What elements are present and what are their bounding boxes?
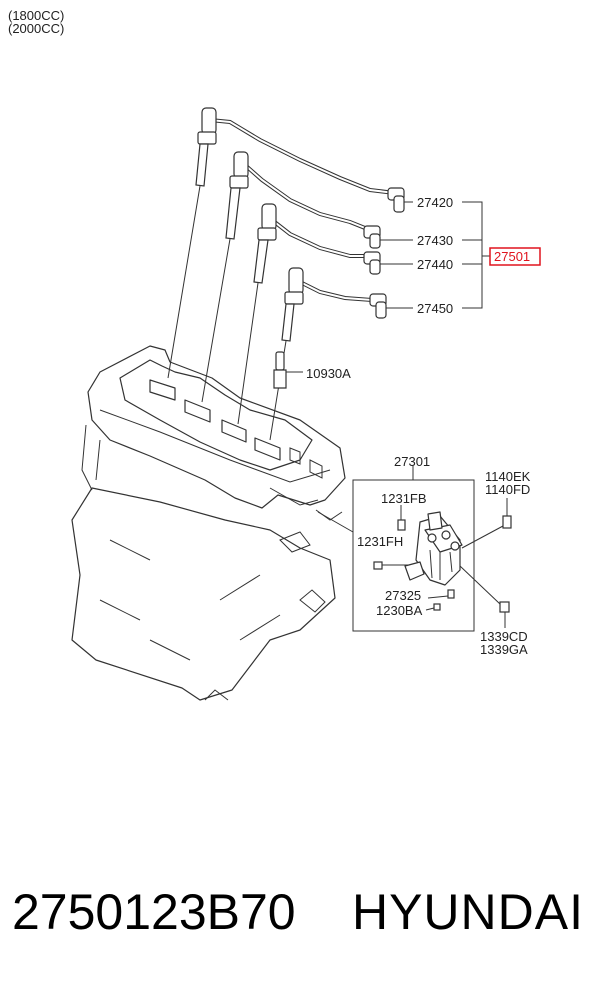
part-label-1231fb: 1231FB — [381, 491, 427, 506]
spark-plug — [273, 351, 303, 389]
engine-illustration — [71, 345, 346, 701]
part-label-1230ba: 1230BA — [376, 603, 423, 618]
ignition-cable-set — [167, 107, 405, 441]
part-label-27325: 27325 — [385, 588, 421, 603]
variant-label-2000cc: (2000CC) — [8, 21, 64, 36]
part-label-27440: 27440 — [417, 257, 453, 272]
part-label-1231fh: 1231FH — [357, 534, 403, 549]
part-label-1140fd: 1140FD — [485, 482, 530, 497]
footer-caption: 2750123B70 HYUNDAI — [0, 872, 600, 952]
part-label-10930a: 10930A — [306, 366, 351, 381]
cable-leader-lines — [380, 201, 490, 309]
footer-brand: HYUNDAI — [351, 884, 584, 940]
part-label-27450: 27450 — [417, 301, 453, 316]
part-label-1339ga: 1339GA — [480, 642, 528, 657]
distributor-detail — [317, 466, 512, 632]
variant-label-1800cc: (1800CC) — [8, 8, 64, 23]
part-label-27420: 27420 — [417, 195, 453, 210]
part-label-1140ek: 1140EK — [485, 469, 531, 484]
part-label-27301: 27301 — [394, 454, 430, 469]
part-label-27430: 27430 — [417, 233, 453, 248]
part-label-27501[interactable]: 27501 — [494, 249, 530, 264]
part-label-1339cd: 1339CD — [480, 629, 528, 644]
footer-part-number: 2750123B70 — [12, 884, 296, 940]
highlighted-part-27501[interactable]: 27501 — [489, 247, 541, 266]
